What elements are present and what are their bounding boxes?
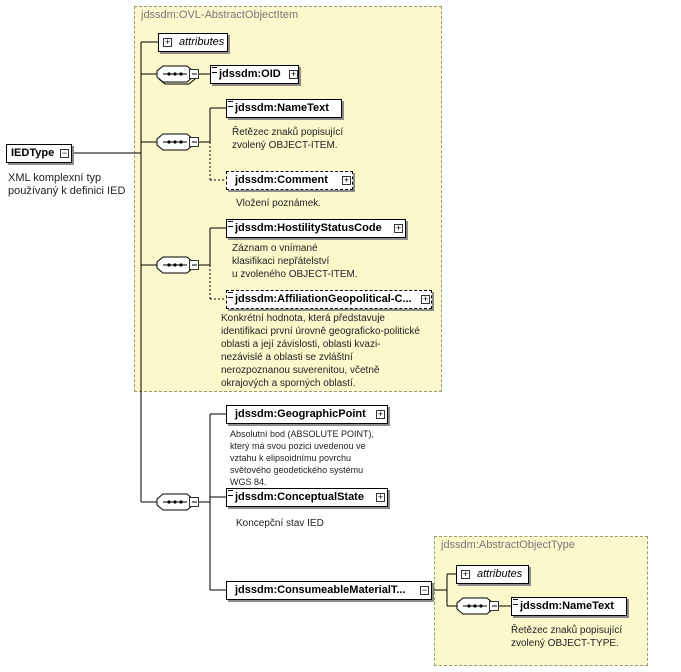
element-name-text-type[interactable]: jdssdm:NameText xyxy=(511,597,627,616)
element-oid[interactable]: jdssdm:OID + xyxy=(210,65,299,84)
collapse-icon[interactable]: − xyxy=(60,148,69,158)
declaration-icon xyxy=(212,67,217,73)
hostility-description: Záznam o vnímané klasifikaci nepřátelstv… xyxy=(232,243,358,280)
element-comment[interactable]: jdssdm:Comment + xyxy=(226,171,353,190)
expand-icon[interactable]: + xyxy=(461,569,470,579)
declaration-icon xyxy=(513,599,518,605)
affiliation-description: Konkrétní hodnota, která představuje ide… xyxy=(221,313,420,389)
expand-icon[interactable]: + xyxy=(394,223,403,233)
root-description: XML komplexní typ používaný k definici I… xyxy=(8,172,126,197)
declaration-icon xyxy=(228,292,233,298)
collapse-icon[interactable]: − xyxy=(420,585,429,595)
expand-icon[interactable]: + xyxy=(163,37,172,47)
conceptual-state-description: Koncepční stav IED xyxy=(236,518,324,529)
root-label: IEDType xyxy=(11,147,55,159)
sequence-compositors xyxy=(156,65,499,615)
geographic-point-description: Absolutní bod (ABSOLUTE POINT), který má… xyxy=(230,429,375,487)
declaration-icon xyxy=(228,101,233,107)
root-element-iedtype[interactable]: IEDType − xyxy=(6,144,72,163)
declaration-icon xyxy=(228,221,233,227)
expand-icon[interactable]: + xyxy=(342,175,351,185)
attributes-node[interactable]: + attributes xyxy=(158,33,228,52)
expand-icon[interactable]: + xyxy=(376,409,385,419)
element-affiliation-geopolitical[interactable]: jdssdm:AffiliationGeopolitical-C... + xyxy=(226,290,432,309)
name-text-type-description: Řetězec znaků popisující zvolený OBJECT-… xyxy=(511,625,623,649)
declaration-icon xyxy=(228,490,233,496)
element-conceptual-state[interactable]: jdssdm:ConceptualState + xyxy=(226,488,388,507)
group-title: jdssdm:OVL-AbstractObjectItem xyxy=(141,9,299,21)
expand-icon[interactable]: + xyxy=(289,69,298,79)
expand-icon[interactable]: + xyxy=(376,492,385,502)
element-name-text[interactable]: jdssdm:NameText xyxy=(226,99,342,118)
element-geographic-point[interactable]: jdssdm:GeographicPoint + xyxy=(226,405,388,424)
group-title: jdssdm:AbstractObjectType xyxy=(441,539,575,551)
comment-description: Vložení poznámek. xyxy=(236,198,322,209)
expand-icon[interactable]: + xyxy=(421,294,430,304)
attributes-node[interactable]: + attributes xyxy=(456,565,529,584)
element-hostility-status-code[interactable]: jdssdm:HostilityStatusCode + xyxy=(226,219,406,238)
name-text-description: Řetězec znaků popisující zvolený OBJECT-… xyxy=(232,127,344,151)
element-consumeable-material[interactable]: jdssdm:ConsumeableMaterialT... − xyxy=(226,581,432,600)
